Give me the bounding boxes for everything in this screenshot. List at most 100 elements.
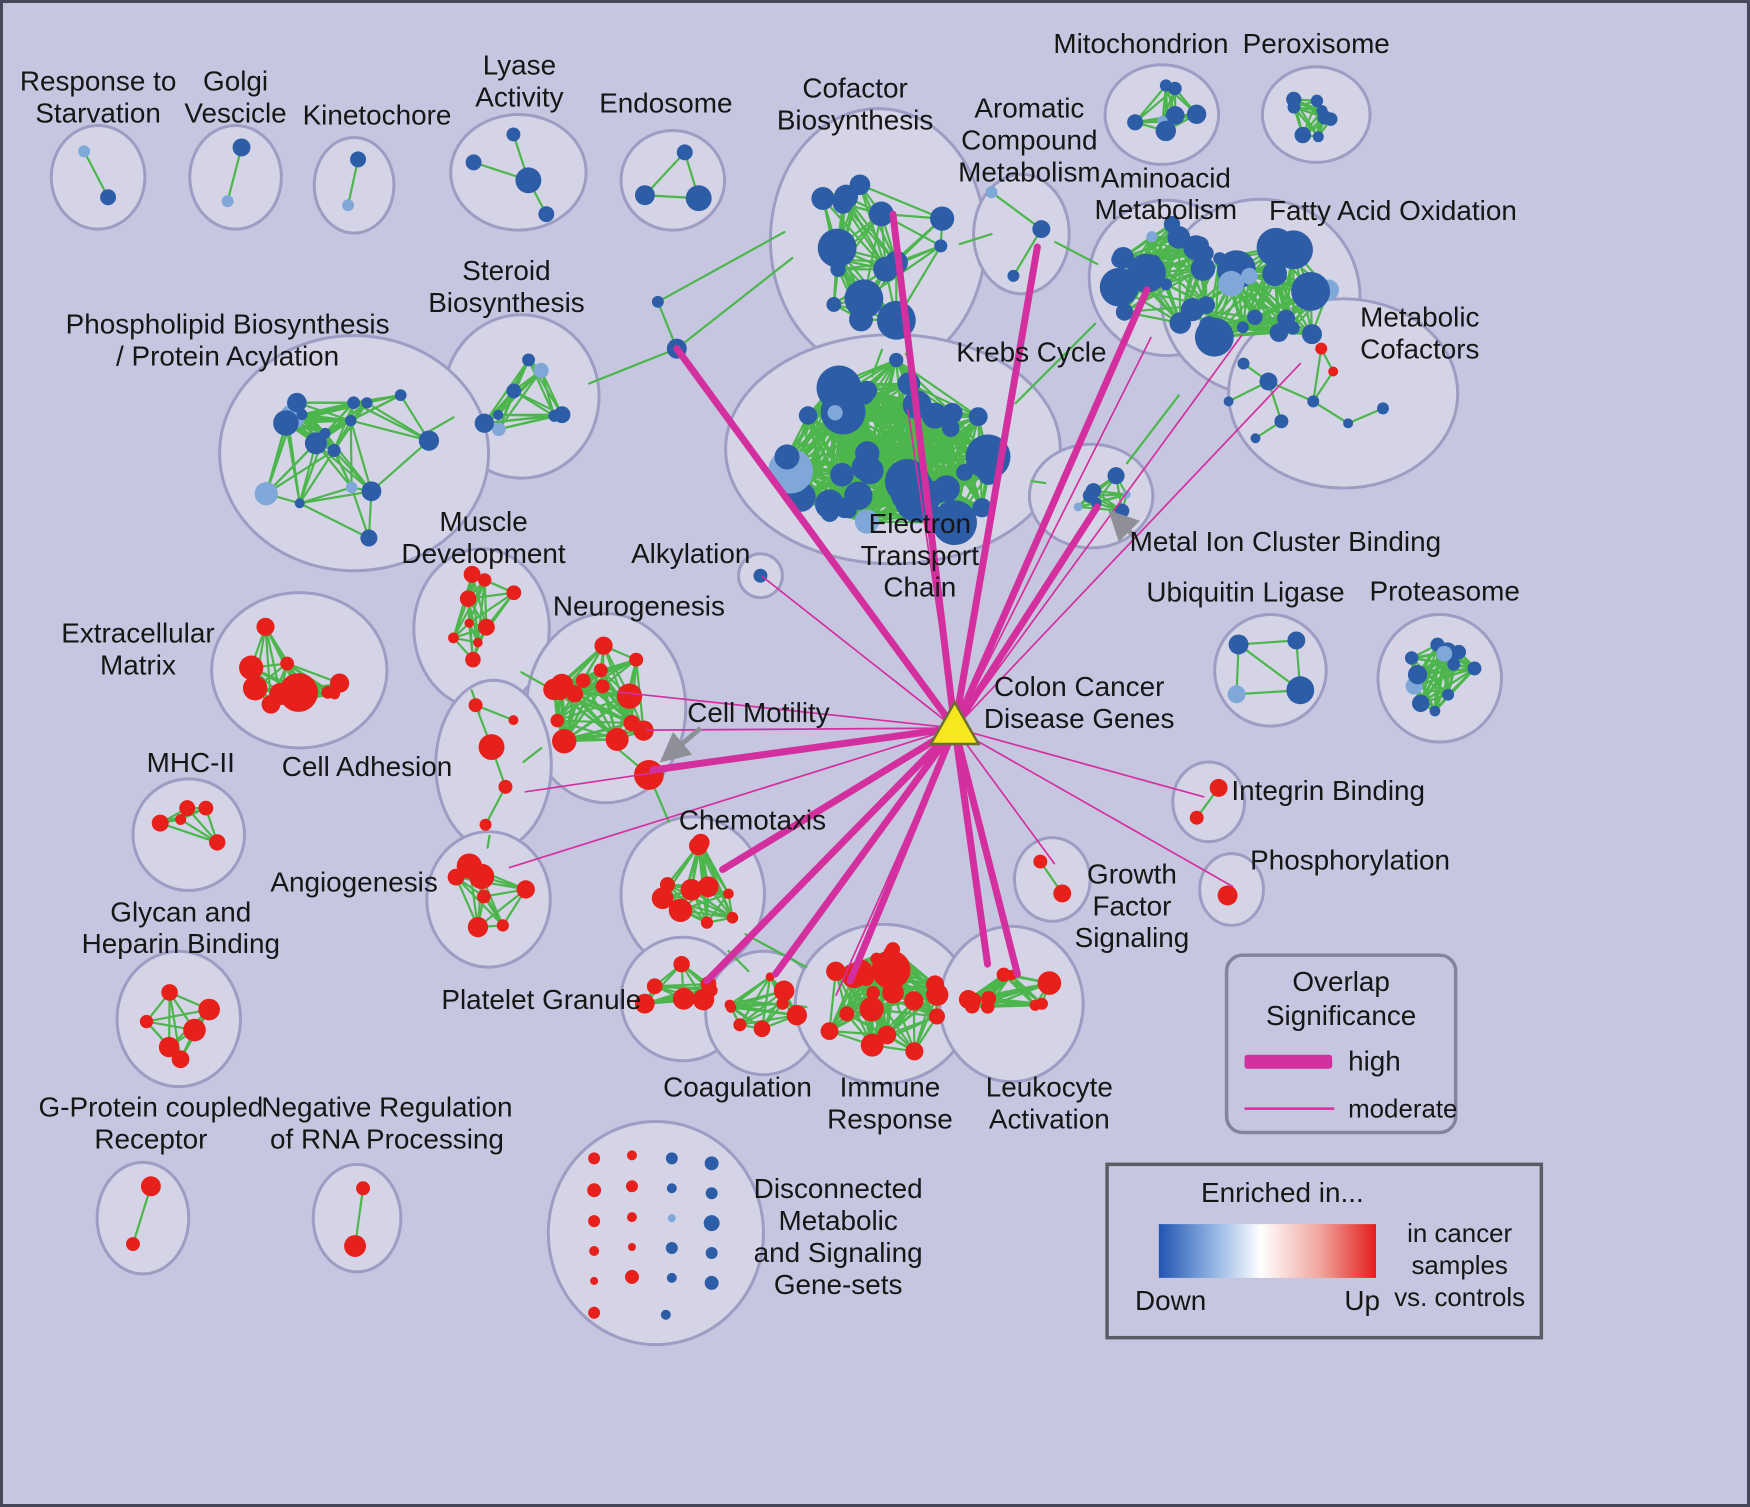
gene-set-node[interactable]: [1228, 634, 1249, 655]
gene-set-node[interactable]: [1317, 110, 1332, 125]
gene-set-node[interactable]: [1217, 885, 1238, 906]
gene-set-node[interactable]: [930, 206, 955, 231]
gene-set-node[interactable]: [329, 688, 341, 700]
gene-set-node[interactable]: [506, 585, 522, 601]
gene-set-node[interactable]: [905, 1042, 924, 1061]
gene-set-node[interactable]: [1310, 94, 1324, 108]
gene-set-node[interactable]: [629, 652, 644, 667]
gene-set-node[interactable]: [623, 714, 640, 732]
gene-set-node[interactable]: [254, 482, 278, 506]
gene-set-node[interactable]: [467, 916, 489, 938]
gene-set-node[interactable]: [587, 1183, 602, 1198]
gene-set-node[interactable]: [361, 481, 382, 502]
gene-set-node[interactable]: [588, 1152, 601, 1165]
gene-set-node[interactable]: [100, 189, 117, 206]
gene-set-node[interactable]: [942, 402, 963, 424]
gene-set-node[interactable]: [646, 978, 663, 995]
gene-set-node[interactable]: [1287, 631, 1306, 650]
gene-set-node[interactable]: [533, 362, 549, 379]
gene-set-node[interactable]: [733, 1018, 747, 1032]
gene-set-node[interactable]: [221, 195, 234, 208]
gene-set-node[interactable]: [1189, 810, 1204, 825]
gene-set-node[interactable]: [1343, 418, 1354, 429]
gene-set-node[interactable]: [904, 991, 924, 1011]
gene-set-node[interactable]: [356, 1181, 371, 1196]
gene-set-node[interactable]: [478, 734, 505, 760]
gene-set-node[interactable]: [1180, 298, 1205, 322]
gene-set-node[interactable]: [827, 405, 843, 421]
gene-set-node[interactable]: [1411, 694, 1430, 712]
gene-set-node[interactable]: [179, 800, 196, 817]
gene-set-node[interactable]: [1274, 230, 1313, 270]
gene-set-node[interactable]: [1053, 884, 1072, 903]
gene-set-node[interactable]: [1127, 114, 1144, 131]
gene-set-node[interactable]: [1286, 321, 1300, 335]
gene-set-node[interactable]: [680, 878, 703, 901]
gene-set-node[interactable]: [198, 998, 220, 1021]
gene-set-node[interactable]: [468, 863, 495, 890]
gene-set-node[interactable]: [198, 800, 214, 816]
gene-set-node[interactable]: [538, 206, 555, 223]
gene-set-node[interactable]: [625, 1180, 638, 1193]
gene-set-node[interactable]: [651, 295, 664, 308]
gene-set-node[interactable]: [508, 715, 519, 726]
gene-set-node[interactable]: [704, 1275, 719, 1290]
gene-set-node[interactable]: [1167, 226, 1191, 249]
gene-set-node[interactable]: [1259, 372, 1278, 391]
gene-set-node[interactable]: [826, 297, 842, 312]
gene-set-node[interactable]: [175, 813, 187, 825]
gene-set-node[interactable]: [666, 1183, 677, 1194]
gene-set-node[interactable]: [1262, 261, 1288, 287]
gene-set-node[interactable]: [839, 1006, 855, 1022]
gene-set-node[interactable]: [868, 201, 894, 227]
gene-set-node[interactable]: [361, 397, 373, 409]
gene-set-node[interactable]: [418, 430, 440, 451]
gene-set-node[interactable]: [474, 413, 495, 433]
gene-set-node[interactable]: [753, 1020, 771, 1038]
gene-set-node[interactable]: [626, 1150, 637, 1161]
gene-set-node[interactable]: [447, 868, 465, 886]
gene-set-node[interactable]: [773, 980, 795, 1002]
gene-set-node[interactable]: [1223, 396, 1234, 407]
gene-set-node[interactable]: [753, 568, 768, 583]
gene-set-node[interactable]: [448, 632, 459, 644]
gene-set-node[interactable]: [256, 617, 275, 636]
gene-set-node[interactable]: [928, 1008, 945, 1025]
gene-set-node[interactable]: [985, 186, 998, 199]
gene-set-node[interactable]: [1155, 120, 1176, 142]
gene-set-node[interactable]: [465, 154, 482, 171]
gene-set-node[interactable]: [676, 144, 693, 161]
gene-set-node[interactable]: [1112, 246, 1134, 269]
gene-set-node[interactable]: [932, 500, 977, 546]
gene-set-node[interactable]: [329, 673, 350, 693]
gene-set-node[interactable]: [1218, 270, 1245, 297]
gene-set-node[interactable]: [1294, 126, 1311, 144]
gene-set-node[interactable]: [280, 412, 296, 427]
gene-set-node[interactable]: [464, 618, 474, 628]
gene-set-node[interactable]: [1269, 323, 1289, 342]
gene-set-node[interactable]: [871, 950, 911, 990]
gene-set-node[interactable]: [723, 888, 734, 900]
gene-set-node[interactable]: [1250, 433, 1261, 444]
gene-set-node[interactable]: [1035, 997, 1048, 1010]
gene-set-node[interactable]: [703, 1215, 720, 1232]
gene-set-node[interactable]: [726, 911, 739, 924]
gene-set-node[interactable]: [151, 814, 169, 832]
gene-set-node[interactable]: [242, 675, 268, 701]
gene-set-node[interactable]: [78, 145, 91, 158]
gene-set-node[interactable]: [844, 279, 884, 319]
gene-set-node[interactable]: [811, 187, 835, 210]
gene-set-node[interactable]: [849, 307, 873, 332]
gene-set-node[interactable]: [575, 673, 591, 689]
gene-set-node[interactable]: [553, 406, 571, 424]
gene-set-node[interactable]: [1315, 342, 1328, 355]
gene-set-node[interactable]: [1082, 488, 1098, 504]
gene-set-node[interactable]: [496, 919, 509, 932]
gene-set-node[interactable]: [958, 990, 978, 1009]
gene-set-node[interactable]: [855, 441, 880, 466]
gene-set-node[interactable]: [1190, 256, 1216, 281]
gene-set-node[interactable]: [516, 880, 535, 899]
gene-set-node[interactable]: [820, 1022, 839, 1041]
gene-set-node[interactable]: [820, 503, 839, 522]
gene-set-node[interactable]: [1146, 231, 1158, 243]
